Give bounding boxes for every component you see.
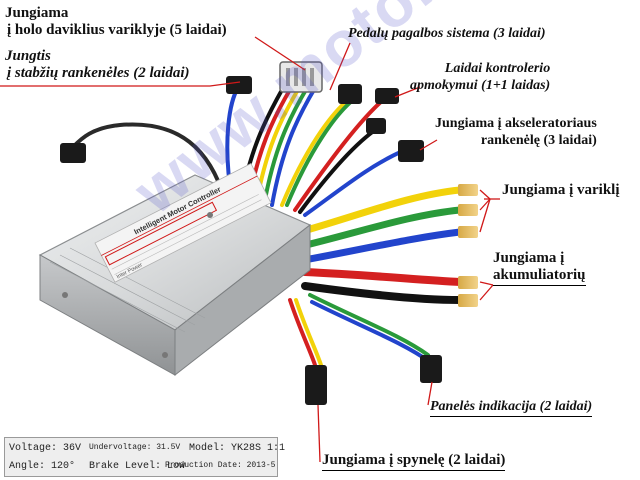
label-pedal: Pedalų pagalbos sistema (3 laidai)	[348, 26, 546, 41]
pointer-learn	[394, 86, 421, 98]
spec-brake-level: Brake Level: Low	[89, 461, 186, 472]
learn-connector-a	[375, 88, 399, 104]
spec-undervoltage: Undervoltage: 31.5V	[89, 443, 181, 452]
wire-panel	[308, 293, 430, 357]
label-motor: Jungiama į variklį	[502, 182, 620, 198]
panel-connector	[420, 355, 442, 383]
wire-hall-blue	[270, 86, 317, 207]
pointer-motor-1	[479, 189, 491, 200]
spec-model: Model: YK28S 1:1	[189, 443, 286, 454]
label-self-learning: Laidai kontrolerio apmokymui (1+1 laidas…	[410, 60, 550, 94]
label-hall-line2: į holo daviklius variklyje (5 laidai)	[7, 22, 227, 38]
pointer-lines	[0, 36, 500, 463]
wire-key	[288, 298, 317, 367]
pointer-brake	[0, 81, 241, 87]
label-battery: Jungiama į akumuliatorių	[493, 250, 586, 286]
wire-key-2	[294, 298, 323, 367]
label-key-switch: Jungiama į spynelę (2 laidai)	[322, 452, 506, 471]
brake-connector-left	[60, 143, 86, 163]
spec-production-date: Production Date: 2013-5	[165, 461, 276, 470]
wire-phase-yellow	[296, 186, 464, 236]
label-brake-line2: į stabžių rankenėles (2 laidai)	[7, 65, 190, 81]
label-battery-line1: Jungiama į	[493, 250, 565, 266]
label-panel: Panelės indikacija (2 laidai)	[430, 398, 593, 417]
battery-terminals	[458, 276, 478, 307]
pointer-throttle	[419, 139, 438, 151]
spec-angle: Angle: 120°	[9, 461, 76, 472]
wire-brake	[70, 122, 227, 202]
wire-pedal	[280, 98, 350, 207]
pointer-battery-2	[479, 284, 494, 301]
connectors	[60, 61, 478, 405]
pointer-battery-1	[479, 281, 494, 286]
learn-connector-b	[366, 118, 386, 134]
spec-label-zoom: Voltage: 36V Undervoltage: 31.5V Model: …	[4, 437, 285, 477]
pointer-key	[317, 404, 321, 463]
controller-body: Intelligent Motor Controller Inter Power	[38, 163, 312, 377]
label-battery-line2: akumuliatorių	[493, 267, 586, 286]
brake-connector-top	[226, 76, 252, 94]
label-self-learning-line2: apmokymui (1+1 laidas)	[410, 78, 551, 93]
pedal-connector	[338, 84, 362, 104]
wire-phase-green	[298, 206, 464, 250]
pointer-motor-3	[479, 198, 491, 233]
pointer-pedal	[329, 42, 351, 91]
wire-battery-black	[301, 282, 464, 304]
throttle-connector	[398, 140, 424, 162]
label-hall: Jungiama į holo daviklius variklyje (5 l…	[5, 5, 227, 39]
label-throttle-line2: rankenėlę (3 laidai)	[480, 133, 597, 148]
wire-throttle	[303, 148, 407, 217]
wire-panel-2	[310, 300, 432, 364]
wire-learn	[293, 98, 385, 212]
key-connector	[305, 365, 327, 405]
pointer-motor-2	[479, 198, 491, 211]
pointer-panel	[427, 381, 433, 406]
wire-phase-blue	[300, 228, 464, 264]
label-hall-line1: Jungiama	[5, 5, 69, 21]
label-self-learning-line1: Laidai kontrolerio	[444, 61, 551, 76]
label-throttle: Jungiama į akseleratoriaus rankenėlę (3 …	[435, 115, 597, 149]
label-throttle-line1: Jungiama į akseleratoriaus	[435, 116, 597, 131]
wire-hall-green	[262, 86, 309, 207]
wire-pedal-2	[285, 98, 355, 207]
wire-bundle	[70, 86, 464, 367]
label-brake-line1: Jungtis	[5, 48, 51, 64]
spec-voltage: Voltage: 36V	[9, 443, 82, 454]
pointer-hall	[254, 36, 306, 71]
label-brake: Jungtis į stabžių rankenėles (2 laidai)	[5, 48, 190, 82]
wire-battery-red	[301, 268, 464, 286]
motor-phase-terminals	[458, 184, 478, 238]
